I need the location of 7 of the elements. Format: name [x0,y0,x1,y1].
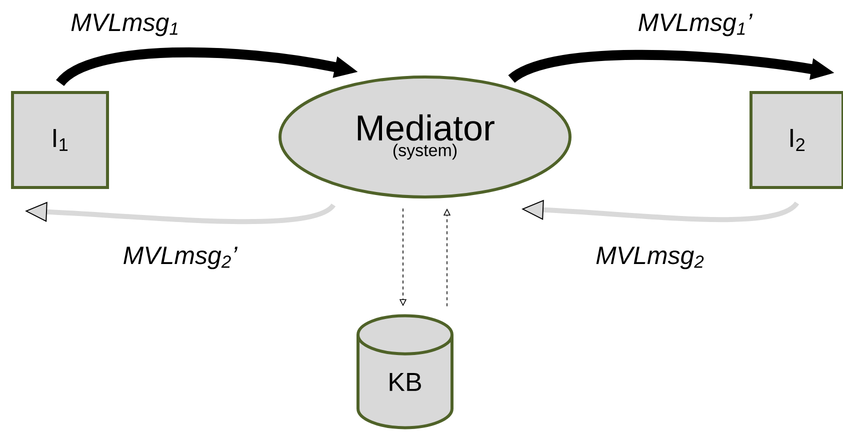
edge-label: MVLmsg$_{2}$’ [124,246,238,270]
interface-box: I$_{1}$ [11,91,110,189]
edge-label: MVLmsg$_{1}$’ [638,14,753,36]
edge-label: MVLmsg$_{2}$ [596,246,704,270]
database-cylinder: KB [356,314,454,430]
interface-box: I$_{2}$ [750,91,843,189]
edge-label: MVLmsg$_{1}$ [71,14,178,36]
